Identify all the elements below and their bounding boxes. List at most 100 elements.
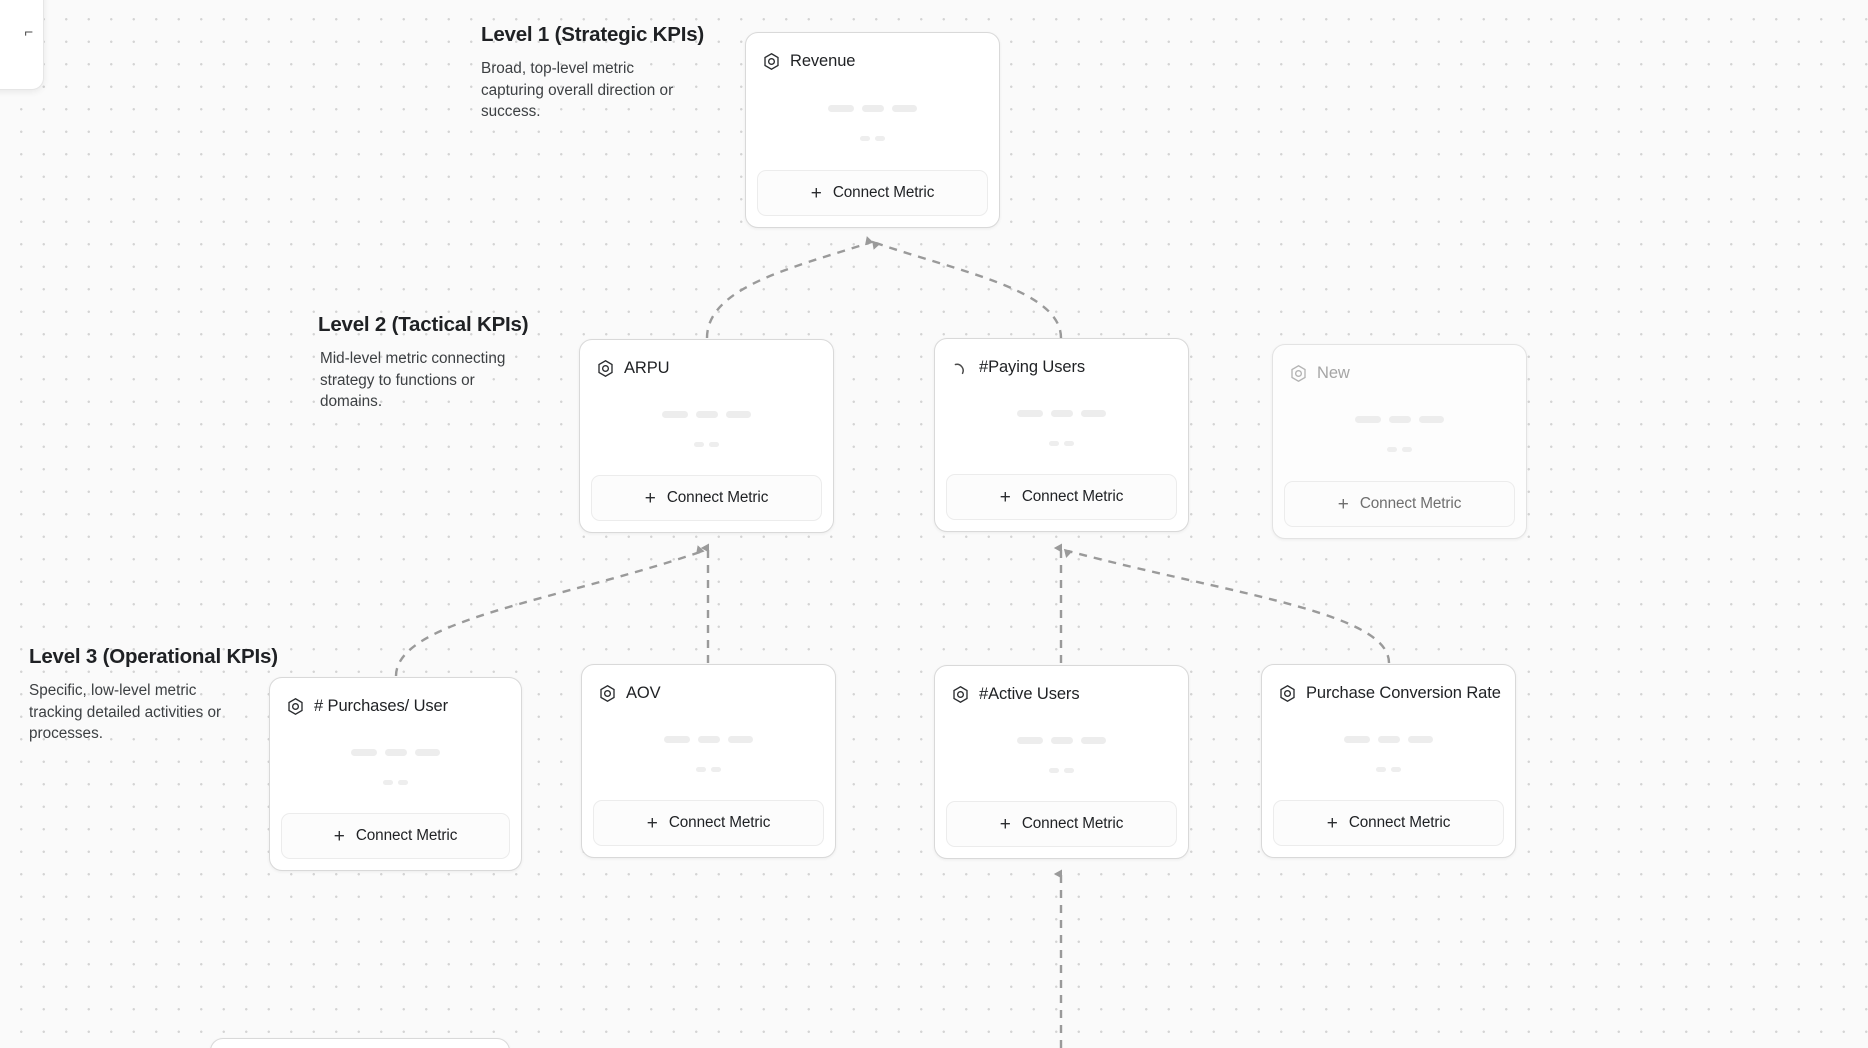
card-title: New [1317,364,1350,382]
card-header: Revenue [746,33,999,75]
level-2-label: Level 2 (Tactical KPIs) Mid-level metric… [318,313,530,413]
card-header: #Paying Users [935,339,1188,381]
skeleton-bar [1387,447,1397,452]
skeleton-bar [694,442,704,447]
plus-icon: + [810,182,822,204]
metric-card-revenue[interactable]: Revenue + Connect Metric [745,32,1000,228]
skeleton-bar [862,105,884,112]
skeleton-bar [1344,736,1370,743]
edge-conversion-payingusers [1063,548,1391,664]
card-footer: + Connect Metric [270,813,521,870]
skeleton-bar [1081,737,1106,744]
skeleton-bar [383,780,393,785]
card-footer: + Connect Metric [582,800,835,857]
connect-metric-label: Connect Metric [355,827,458,844]
skeleton-bar [1389,416,1411,423]
connect-metric-label: Connect Metric [832,184,935,201]
skeleton-bar [711,767,721,772]
metric-card-active-users[interactable]: #Active Users + Connect Metric [934,665,1189,859]
plus-icon: + [1326,812,1338,834]
skeleton-bar [1376,767,1386,772]
skeleton-bar [351,749,377,756]
card-title: # Purchases/ User [314,697,449,715]
hexagon-icon [764,52,779,71]
skeleton-bar [662,411,688,418]
connect-metric-button[interactable]: + Connect Metric [757,170,988,216]
skeleton-bar [1051,410,1073,417]
skeleton-bar [709,442,719,447]
skeleton-bar [1081,410,1106,417]
connect-metric-button[interactable]: + Connect Metric [946,801,1177,847]
edge-purchases-arpu [394,545,705,677]
floating-panel[interactable]: ⌐ [0,0,44,90]
connect-metric-button[interactable]: + Connect Metric [591,475,822,521]
card-title: AOV [626,684,661,702]
metric-card-partial-bottom[interactable] [210,1038,510,1048]
skeleton-bar [1355,416,1381,423]
skeleton-bar [1017,410,1043,417]
skeleton-bar [726,411,751,418]
metric-card-paying-users[interactable]: #Paying Users + Connect Metric [934,338,1189,532]
plus-icon: + [999,813,1011,835]
level-2-description: Mid-level metric connecting strategy to … [320,350,506,411]
card-skeleton-body [1262,707,1515,800]
card-skeleton-body [1273,387,1526,481]
card-header: AOV [582,665,835,707]
skeleton-bar [1051,737,1073,744]
card-title: Purchase Conversion Rate [1306,684,1501,702]
hexagon-icon [598,359,613,378]
level-2-title: Level 2 (Tactical KPIs) [318,313,529,336]
connect-metric-button[interactable]: + Connect Metric [1273,800,1504,846]
metric-card-arpu[interactable]: ARPU + Connect Metric [579,339,834,533]
skeleton-bar [875,136,885,141]
card-footer: + Connect Metric [1273,481,1526,538]
connect-metric-label: Connect Metric [666,489,769,506]
plus-icon: + [646,812,658,834]
skeleton-bar [398,780,408,785]
hexagon-icon [288,697,303,716]
metric-card-purchase-conversion-rate[interactable]: Purchase Conversion Rate + Connect Metri… [1261,664,1516,858]
metric-card-new[interactable]: New + Connect Metric [1272,344,1527,539]
skeleton-bar [1064,441,1074,446]
plus-icon: + [1337,493,1349,515]
plus-icon: + [333,825,345,847]
hexagon-icon [953,685,968,704]
level-1-title: Level 1 (Strategic KPIs) [481,23,705,46]
connect-metric-label: Connect Metric [1021,815,1124,832]
skeleton-bar [415,749,440,756]
skeleton-bar [1049,441,1059,446]
metric-card-aov[interactable]: AOV + Connect Metric [581,664,836,858]
edge-arpu-revenue [705,236,874,339]
skeleton-bar [1049,768,1059,773]
connect-metric-button[interactable]: + Connect Metric [946,474,1177,520]
skeleton-bar [1378,736,1400,743]
card-footer: + Connect Metric [935,474,1188,531]
card-skeleton-body [270,720,521,813]
level-1-label: Level 1 (Strategic KPIs) Broad, top-leve… [481,23,704,123]
card-skeleton-body [935,708,1188,801]
card-title: #Active Users [979,685,1080,703]
skeleton-bar [728,736,753,743]
skeleton-bar [892,105,917,112]
card-header: New [1273,345,1526,387]
card-footer: + Connect Metric [935,801,1188,858]
card-header: # Purchases/ User [270,678,521,720]
skeleton-bar [1402,447,1412,452]
card-title: #Paying Users [979,358,1085,376]
metric-card-purchases-per-user[interactable]: # Purchases/ User + Connect Metric [269,677,522,871]
card-header: ARPU [580,340,833,382]
connect-metric-label: Connect Metric [668,814,771,831]
card-skeleton-body [935,381,1188,474]
connect-metric-label: Connect Metric [1021,488,1124,505]
connect-metric-button[interactable]: + Connect Metric [281,813,510,859]
plus-icon: + [999,486,1011,508]
panel-glyph: ⌐ [24,24,33,41]
edge-payingusers-revenue [872,240,1063,339]
skeleton-bar [698,736,720,743]
skeleton-bar [664,736,690,743]
connect-metric-button[interactable]: + Connect Metric [1284,481,1515,527]
skeleton-bar [696,411,718,418]
connect-metric-button[interactable]: + Connect Metric [593,800,824,846]
skeleton-bar [696,767,706,772]
